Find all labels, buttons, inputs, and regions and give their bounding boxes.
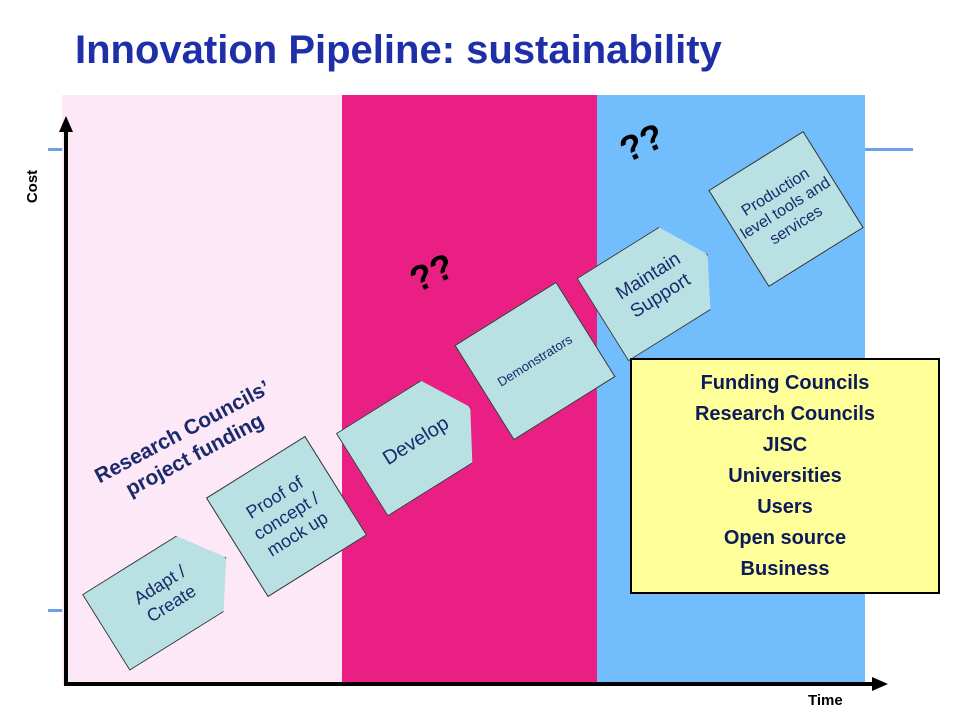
stage-develop-label: Develop bbox=[379, 412, 453, 470]
stage-demonstrators-label: Demonstrators bbox=[494, 331, 575, 390]
y-axis-label: Cost bbox=[24, 169, 42, 204]
funders-box: Funding Councils Research Councils JISC … bbox=[630, 358, 940, 594]
decor-line-top-right bbox=[865, 148, 913, 151]
arrow-right-icon bbox=[872, 677, 888, 691]
funder-item: Research Councils bbox=[694, 402, 876, 425]
funder-item: Open source bbox=[723, 526, 847, 549]
x-axis-label: Time bbox=[808, 692, 843, 709]
decor-line-top-left bbox=[48, 148, 64, 151]
stage-proof-label: Proof of concept / mock up bbox=[242, 472, 332, 561]
funder-item: JISC bbox=[762, 433, 808, 456]
funder-item: Universities bbox=[728, 464, 842, 487]
arrow-up-icon bbox=[59, 116, 73, 132]
page-title: Innovation Pipeline: sustainability bbox=[75, 28, 722, 72]
decor-line-bottom-left bbox=[48, 609, 64, 612]
funder-item: Users bbox=[757, 495, 813, 518]
funder-item: Business bbox=[740, 557, 830, 580]
funder-item: Funding Councils bbox=[700, 371, 870, 394]
stage-production-label: Production level tools and services bbox=[738, 165, 834, 248]
stage-maintain-label: Maintain Support bbox=[612, 248, 695, 323]
